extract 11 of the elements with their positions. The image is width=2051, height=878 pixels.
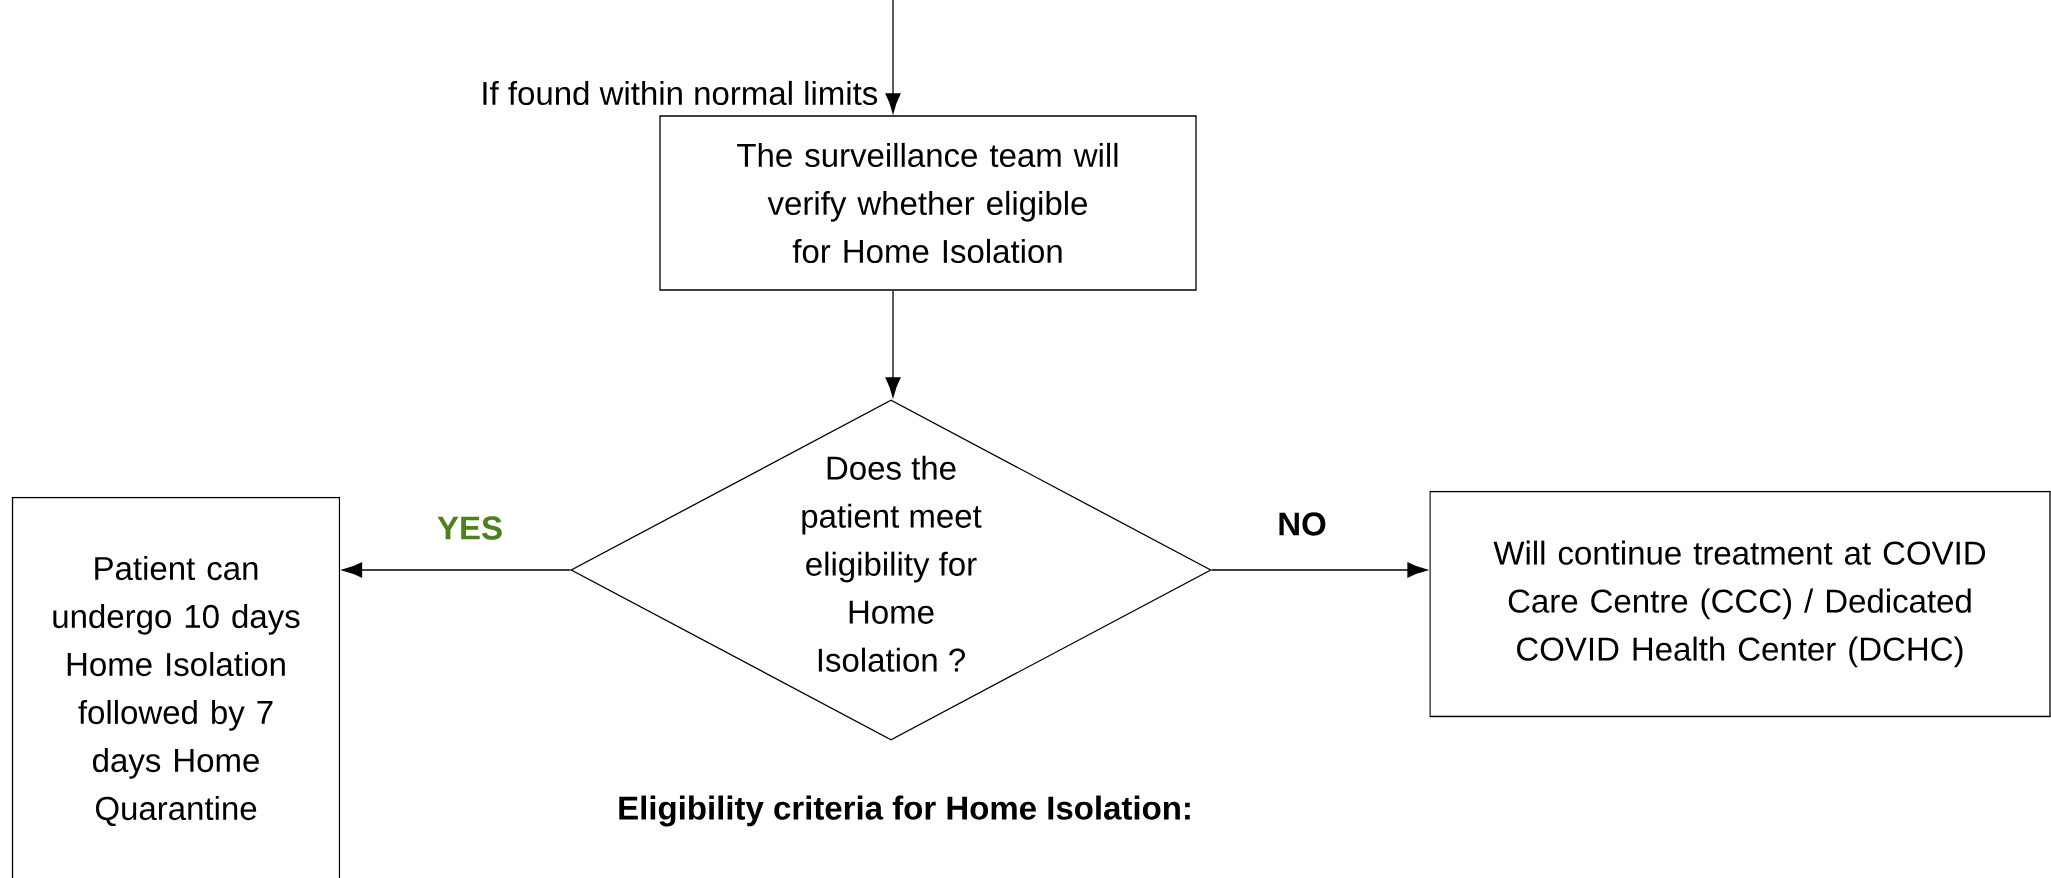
arrow (885, 290, 901, 398)
outcome-box: Patient can undergo 10 days Home Isolation followed by 7 days Home Quarantine (11, 496, 341, 878)
arrow (342, 562, 571, 578)
outcome-box: Will continue treatment at COVID Care Centre (CCC) / Dedicated COVID Health Center (DCHC) (1429, 490, 2051, 718)
edge-label: If found within normal limits (478, 78, 881, 108)
edge-label: NO (1275, 510, 1329, 538)
arrow (1211, 562, 1428, 578)
arrow (885, 0, 901, 114)
edge-label: YES (435, 514, 506, 542)
section-heading: Eligibility criteria for Home Isolation: (619, 795, 1190, 827)
process-box: The surveillance team will verify whether eligible for Home Isolation (659, 115, 1197, 291)
